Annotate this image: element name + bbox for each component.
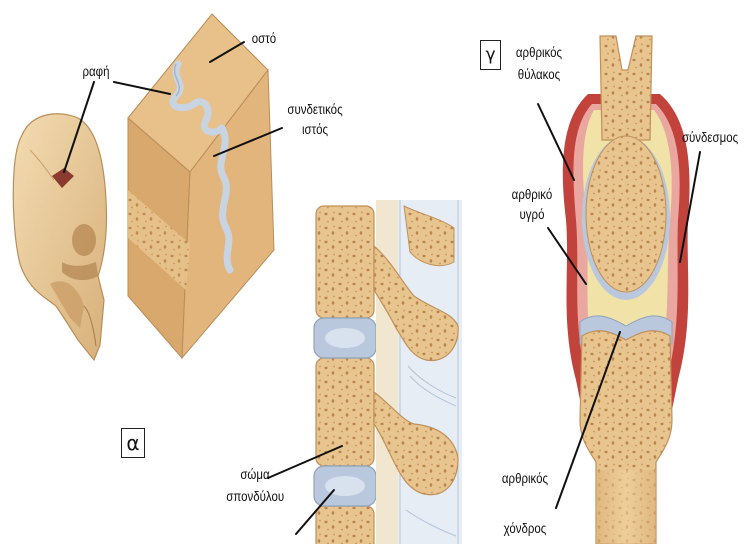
panel-letter-gamma: γ <box>480 40 501 70</box>
skull-illustration <box>13 114 106 360</box>
label-articular-cartilage-line2: χόνδρος <box>496 520 553 537</box>
panel-letter-alpha: α <box>121 428 145 458</box>
label-connective-tissue-line1: συνδετικός <box>283 101 347 118</box>
label-ligament: σύνδεσμος <box>682 129 736 146</box>
label-connective-tissue-line2: ιστός <box>283 121 347 138</box>
label-suture: ραφή <box>80 63 113 80</box>
label-synovial-fluid-line1: αρθρικό <box>506 186 558 203</box>
suture-block-illustration <box>128 14 274 358</box>
label-joint-capsule-line1: αρθρικός <box>510 44 567 61</box>
label-joint-capsule-line2: θύλακος <box>510 66 567 83</box>
spine-illustration <box>314 200 462 544</box>
synovial-joint-illustration <box>563 36 690 544</box>
label-vertebral-body-line1: σώμα <box>226 466 283 483</box>
label-bone: οστό <box>248 30 281 47</box>
label-articular-cartilage-line1: αρθρικός <box>496 470 553 487</box>
label-vertebral-body-line2: σπονδύλου <box>226 488 283 505</box>
label-synovial-fluid-line2: υγρό <box>506 206 558 223</box>
